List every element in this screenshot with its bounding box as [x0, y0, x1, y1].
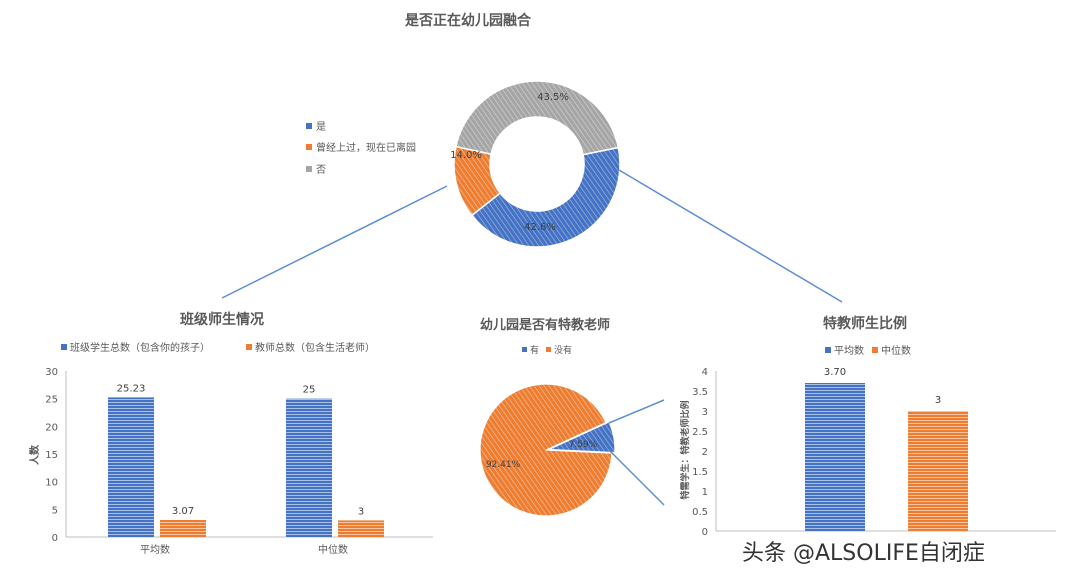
connector-line-right	[618, 169, 843, 303]
watermark-text: 头条 @ALSOLIFE自闭症	[742, 541, 985, 566]
bar1-ytick: 25	[45, 395, 58, 406]
pie2-slice-yes	[548, 421, 616, 454]
bar1-ytick: 15	[45, 450, 58, 461]
pie2-slice-no	[479, 383, 613, 517]
bar2-bar-median	[908, 411, 968, 531]
bar1-title: 班级师生情况	[180, 311, 264, 328]
bar1-bar-students	[286, 398, 332, 537]
pie2-legend-swatch-no	[546, 347, 551, 352]
bar1-ytick: 10	[45, 478, 58, 489]
bar2-ylabel: 特需学生：特教老师比例	[679, 400, 691, 499]
bar1-xtick-median: 中位数	[318, 543, 348, 556]
legend-swatch-yes	[306, 123, 312, 129]
bar2-legend-swatch-median	[872, 347, 878, 353]
bar2-ytick: 4	[702, 367, 708, 378]
pie2-legend-label-no: 没有	[554, 344, 572, 356]
bar2-y-ticks: 0 0.5 1 1.5 2 2.5 3 3.5 4	[692, 367, 708, 538]
bar2-ytick: 0.5	[692, 507, 708, 518]
pie2-chart	[479, 383, 616, 517]
donut-slice-yes	[470, 146, 621, 248]
donut-label-no: 43.5%	[537, 92, 569, 103]
bar2-ytick: 1.5	[692, 467, 708, 478]
bar1-legend-swatch-students	[61, 344, 67, 350]
bar1-ylabel: 人数	[28, 444, 41, 465]
pie2-legend: 有 没有	[522, 344, 572, 356]
bar1-y-ticks: 0 5 10 15 20 25 30	[45, 367, 58, 544]
bar2-bar-mean	[805, 383, 865, 531]
bar2-ytick: 2.5	[692, 427, 708, 438]
bar2-legend-label-median: 中位数	[881, 344, 911, 357]
pie2-legend-swatch-yes	[522, 347, 527, 352]
bar1-bars: 25.23 25 3.07 3	[108, 383, 384, 537]
legend-label-yes: 是	[316, 121, 326, 133]
pie2-connector-bottom	[608, 449, 665, 506]
bar2-bars: 3.70 3	[805, 367, 968, 531]
legend-label-left: 曾经上过，现在已离园	[316, 141, 416, 154]
bar2-ytick: 3.5	[692, 387, 708, 398]
bar2-ytick: 2	[702, 447, 708, 458]
legend-swatch-no	[306, 166, 312, 172]
donut-label-left: 14.0%	[450, 150, 482, 161]
bar1-ytick: 0	[52, 533, 58, 544]
connector-line-left	[221, 185, 448, 299]
bar2-ytick: 3	[702, 407, 708, 418]
donut-label-yes: 42.6%	[524, 222, 556, 233]
bar2-data-label: 3	[935, 395, 941, 406]
pie2-connector-top	[608, 399, 665, 424]
pie2-legend-label-yes: 有	[530, 344, 539, 356]
bar2-legend-label-mean: 平均数	[834, 344, 864, 357]
bar2-title: 特教师生比例	[823, 315, 907, 332]
legend-label-no: 否	[316, 164, 326, 176]
bar1-legend-swatch-teachers	[246, 344, 252, 350]
bar2-data-label: 3.70	[824, 367, 846, 378]
bar1-ytick: 30	[45, 367, 58, 378]
bar1-legend-label-teachers: 教师总数（包含生活老师）	[255, 341, 375, 354]
bar2-ytick: 0	[702, 527, 708, 538]
legend-swatch-left	[306, 144, 312, 150]
bar1-ytick: 20	[45, 422, 58, 433]
bar1-xtick-mean: 平均数	[140, 543, 170, 556]
pie2-title: 幼儿园是否有特教老师	[480, 317, 610, 333]
bar1-legend-label-students: 班级学生总数（包含你的孩子）	[70, 341, 210, 354]
bar1-data-label: 25.23	[117, 383, 146, 394]
bar2-ytick: 1	[702, 487, 708, 498]
donut-chart	[453, 80, 621, 248]
bar1-bar-students	[108, 397, 154, 537]
bar1-bar-teachers	[160, 520, 206, 537]
pie2-label-yes: 7.59%	[569, 440, 598, 450]
donut-legend: 是 曾经上过，现在已离园 否	[306, 121, 416, 176]
bar2-legend-swatch-mean	[825, 347, 831, 353]
bar1-ytick: 5	[52, 505, 58, 516]
bar1-data-label: 3	[358, 506, 364, 517]
donut-title: 是否正在幼儿园融合	[405, 12, 532, 29]
bar1-data-label: 25	[303, 385, 316, 396]
bar1-data-label: 3.07	[172, 506, 194, 517]
pie2-label-no: 92.41%	[486, 460, 521, 470]
bar1-bar-teachers	[338, 520, 384, 537]
bar2-legend: 平均数 中位数	[825, 344, 911, 357]
donut-slice-no	[454, 80, 620, 156]
bar1-legend: 班级学生总数（包含你的孩子） 教师总数（包含生活老师）	[61, 341, 375, 354]
